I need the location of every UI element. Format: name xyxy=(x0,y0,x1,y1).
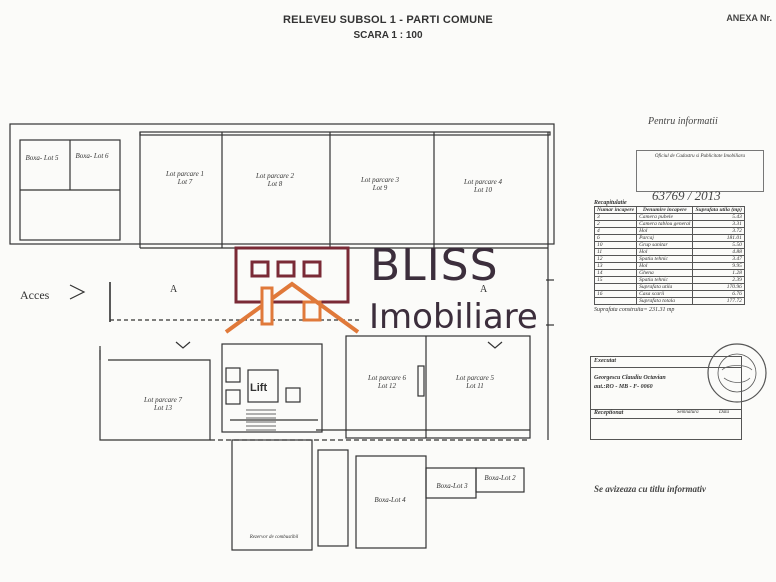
plan-outer-upper xyxy=(9,123,555,245)
ocpi-stamp: Oficiul de Cadastru si Publicitate Imobi… xyxy=(636,150,764,192)
execution-box: Executat Georgescu Claudiu Octavian aut.… xyxy=(590,356,742,440)
handwritten-note: Pentru informatii xyxy=(648,116,718,127)
lift-label: Lift xyxy=(250,382,268,394)
room-boxa-lot6: Boxa- Lot 6 xyxy=(75,152,109,160)
semnatura-label: Semnatura xyxy=(677,410,699,415)
room-rezervor: Rezervor de combustibil xyxy=(249,535,299,540)
recap-header-row: Numar incapere Denumire incapere Suprafa… xyxy=(593,206,745,214)
bliss-logo-brand: BLISS xyxy=(370,240,499,291)
data-label: Data xyxy=(719,410,729,415)
executant-label: Executat xyxy=(594,358,616,364)
bliss-logo-house-icon xyxy=(224,246,360,334)
recap-title: Recapitulatie xyxy=(594,200,627,206)
bliss-logo-sub: Imobiliare xyxy=(369,297,538,337)
floor-plan-drawing: A A xyxy=(9,123,555,551)
authorization-code: aut.:RO - MB - F- 0060 xyxy=(594,384,653,390)
executant-name: Georgescu Claudiu Octavian xyxy=(594,375,666,381)
room-boxa-lot4: Boxa-Lot 4 xyxy=(374,496,406,504)
informative-note: Se avizeaza cu titlu informativ xyxy=(594,484,707,494)
svg-text:A: A xyxy=(480,284,488,295)
svg-text:A: A xyxy=(170,284,178,295)
annex-label: ANEXA Nr. xyxy=(726,13,772,23)
scale-label: SCARA 1 : 100 xyxy=(353,30,423,38)
recap-table-block: Recapitulatie Numar incapere Denumire in… xyxy=(593,200,745,313)
registration-number: 63769 / 2013 xyxy=(652,188,721,203)
seal-stamp-icon xyxy=(707,343,767,403)
room-boxa-lot2: Boxa-Lot 2 xyxy=(484,474,516,482)
room-boxa-lot5: Boxa- Lot 5 xyxy=(25,154,59,162)
room-boxa-lot3: Boxa-Lot 3 xyxy=(436,482,468,490)
surface-built: Suprafata construita= 231.31 mp xyxy=(594,307,675,313)
access-label: Acces xyxy=(20,288,50,302)
page-title: RELEVEU SUBSOL 1 - PARTI COMUNE xyxy=(283,14,493,26)
receptionat-label: Receptionat xyxy=(594,410,624,416)
recap-table: Numar incapere Denumire incapere Suprafa… xyxy=(593,206,745,305)
